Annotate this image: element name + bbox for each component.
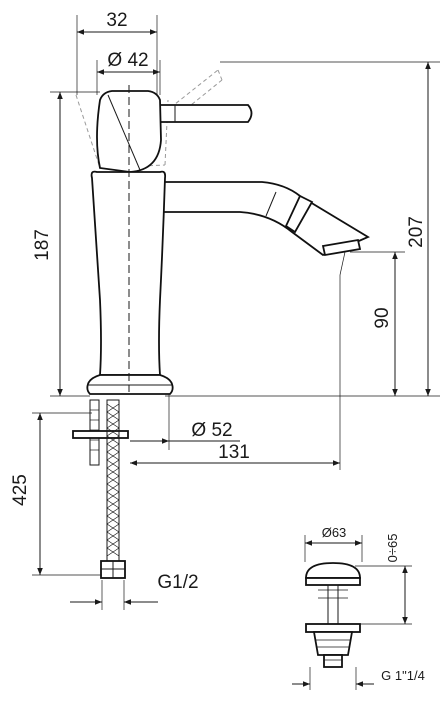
dimension-height-spout: 90: [350, 251, 405, 396]
faucet-body: [75, 69, 370, 395]
dimension-height-body: 187: [32, 91, 100, 397]
height-spout-label: 90: [372, 307, 393, 328]
supply-hose: [72, 399, 129, 579]
reach-label: 131: [218, 442, 250, 463]
dimension-width-top: 32: [76, 10, 158, 95]
drain-diameter-label: Ø63: [322, 525, 347, 540]
height-total-label: 207: [406, 216, 427, 248]
hose-length-label: 425: [10, 474, 31, 506]
dimension-reach: 131: [130, 275, 341, 470]
dimension-diameter-base: Ø 52: [130, 394, 240, 450]
spout-stream-line: [339, 251, 346, 276]
width-top-label: 32: [106, 10, 127, 31]
dimension-hose-length: 425: [10, 412, 102, 576]
drain-assembly: Ø63 0÷65 G 1"1/4: [292, 525, 425, 690]
thread-label: G1/2: [157, 572, 198, 593]
drain-range-label: 0÷65: [385, 534, 400, 563]
dimension-diameter-handle: Ø 42: [96, 50, 161, 95]
drain-thread-label: G 1"1/4: [381, 668, 425, 683]
dimension-height-total: 207: [165, 61, 440, 397]
diameter-base-label: Ø 52: [191, 420, 232, 441]
dimension-thread: G1/2: [70, 572, 199, 610]
height-body-label: 187: [32, 229, 53, 261]
diameter-handle-label: Ø 42: [107, 50, 148, 71]
